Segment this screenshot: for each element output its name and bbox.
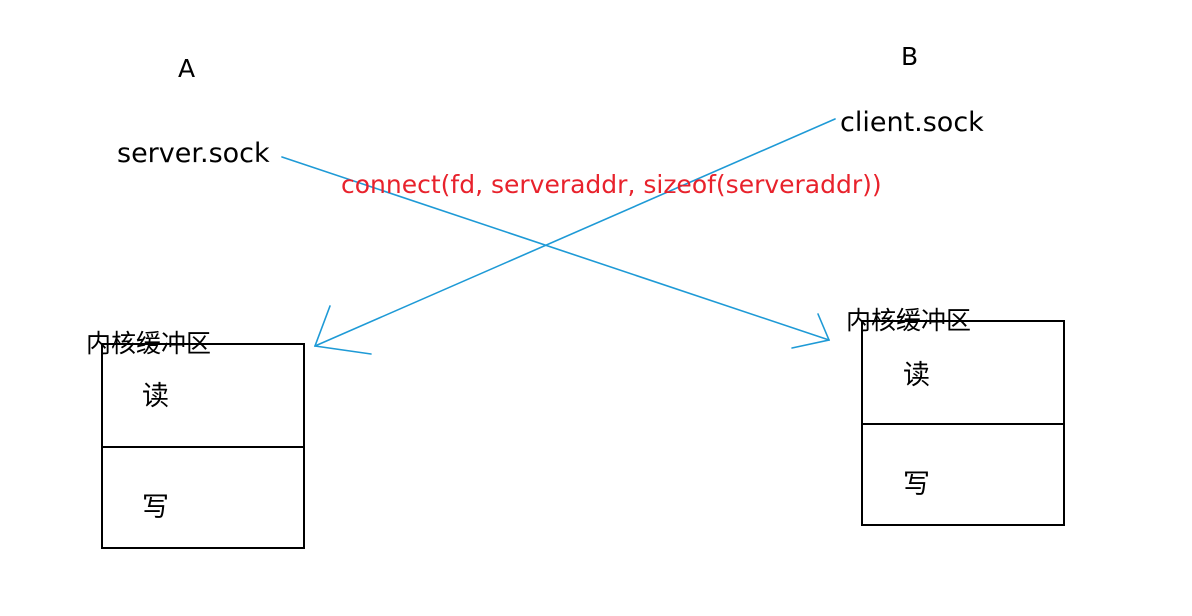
host-b-label: B (901, 42, 919, 71)
kernel-buffer-b-title: 内核缓冲区 (846, 306, 972, 335)
kernel-buffer-b-divider (861, 423, 1065, 425)
arrow-client-to-a-buffer (314, 118, 836, 347)
kernel-buffer-a-read: 读 (142, 381, 169, 412)
kernel-buffer-a-title: 内核缓冲区 (86, 329, 212, 358)
arrowhead-a-buffer (313, 305, 372, 355)
host-a-label: A (178, 54, 196, 83)
arrowhead-b-buffer (791, 313, 831, 349)
kernel-buffer-b-write: 写 (903, 469, 930, 500)
kernel-buffer-a-divider (101, 446, 305, 448)
kernel-buffer-b-read: 读 (903, 360, 930, 391)
server-sock-label: server.sock (117, 138, 270, 169)
connect-call-label: connect(fd, serveraddr, sizeof(serveradd… (341, 170, 882, 199)
client-sock-label: client.sock (840, 107, 984, 138)
arrow-server-to-b-buffer (281, 156, 830, 341)
kernel-buffer-a-write: 写 (142, 492, 169, 523)
